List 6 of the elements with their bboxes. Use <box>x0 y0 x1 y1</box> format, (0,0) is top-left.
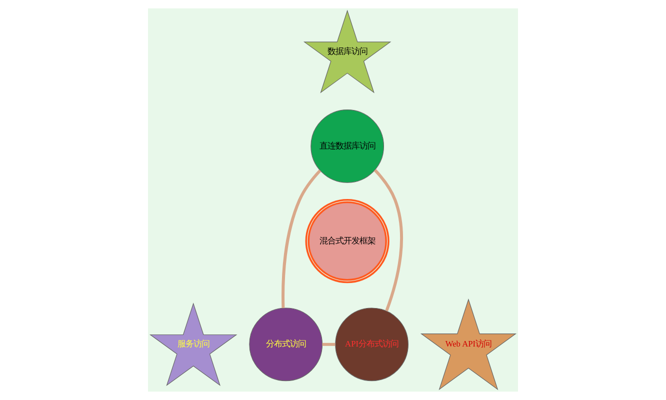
node-circle: API分布式访问 <box>335 308 408 382</box>
connector <box>322 342 336 346</box>
connector <box>374 169 404 312</box>
node-circle: 直连数据库访问 <box>310 110 384 183</box>
connector <box>282 170 322 308</box>
node-circle: 分布式访问 <box>249 308 323 382</box>
